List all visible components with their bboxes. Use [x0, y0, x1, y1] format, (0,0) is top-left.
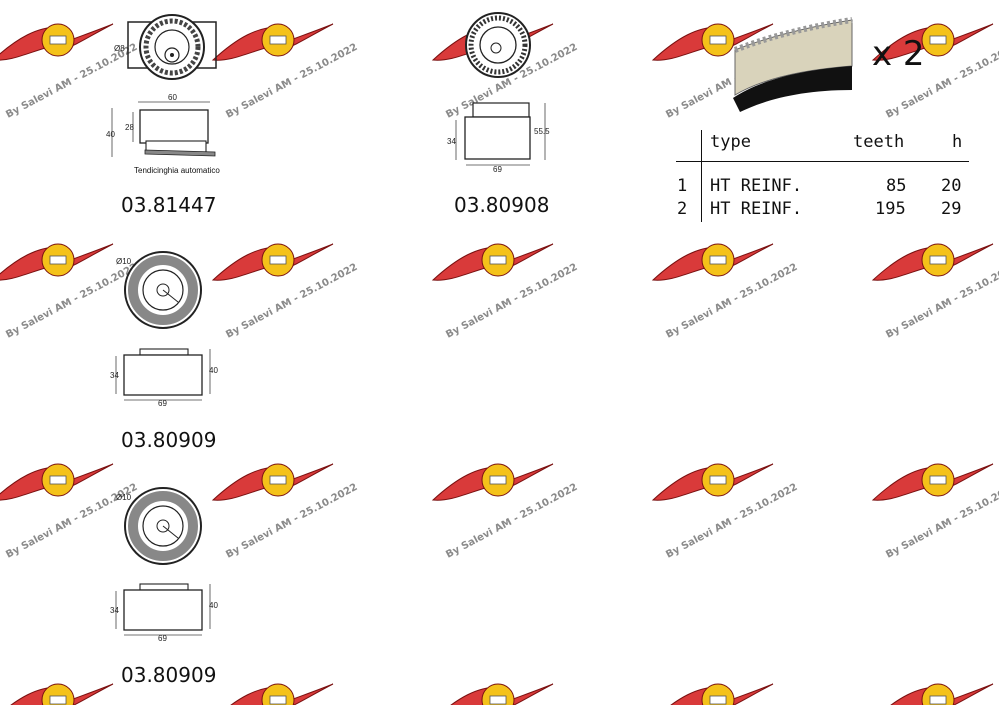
part-code: 03.81447 [121, 193, 217, 217]
dim-label: Ø10 [116, 493, 132, 502]
belt-quantity: x 2 [872, 34, 925, 74]
dim-label: 40 [209, 366, 218, 375]
belt-spec-table: type teeth h 1 HT REINF. 85 20 2 HT REIN… [672, 130, 972, 225]
dim-label: 34 [110, 606, 119, 615]
row-type: HT REINF. [710, 176, 803, 196]
part-caption: Tendicinghia automatico [134, 166, 220, 175]
dim-label: 55.5 [534, 127, 550, 136]
table-divider [676, 161, 969, 162]
header-h: h [952, 132, 963, 152]
part-code: 03.80909 [121, 663, 217, 687]
row-teeth: 85 [886, 176, 907, 196]
header-teeth: teeth [853, 132, 905, 152]
dim-label: 69 [158, 634, 167, 643]
row-type: HT REINF. [710, 199, 803, 219]
dim-label: 40 [209, 601, 218, 610]
row-index: 2 [677, 199, 688, 219]
row-h: 20 [941, 176, 962, 196]
row-index: 1 [677, 176, 688, 196]
dim-label: 60 [168, 93, 177, 102]
header-type: type [710, 132, 751, 152]
dim-label: 28 [125, 123, 134, 132]
dim-label: Ø8 [114, 44, 125, 53]
dim-label: 69 [158, 399, 167, 408]
tensioner-drawing: Ø8 60 40 28 [106, 14, 217, 157]
idler-pulley-drawing-3: Ø10 34 40 69 [110, 487, 218, 643]
dim-label: 34 [447, 137, 456, 146]
dim-label: 40 [106, 130, 115, 139]
dim-label: 34 [110, 371, 119, 380]
part-code: 03.80908 [454, 193, 550, 217]
row-teeth: 195 [875, 199, 906, 219]
idler-pulley-drawing-1: 34 55.5 69 [447, 12, 550, 174]
idler-pulley-drawing-2: Ø10 34 40 69 [110, 251, 218, 408]
part-code: 03.80909 [121, 428, 217, 452]
table-divider [701, 130, 702, 222]
dim-label: 69 [493, 165, 502, 174]
timing-belt-image [733, 17, 853, 112]
dim-label: Ø10 [116, 257, 132, 266]
row-h: 29 [941, 199, 962, 219]
